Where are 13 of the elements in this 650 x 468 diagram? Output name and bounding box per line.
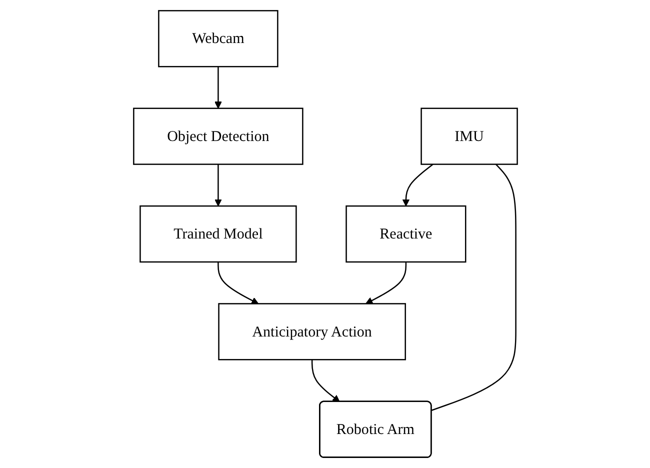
node-box: Anticipatory Action <box>218 303 406 360</box>
node-box: Object Detection <box>132 108 303 165</box>
arrow <box>217 262 258 304</box>
node-box: Webcam <box>158 10 278 68</box>
arrow <box>214 164 222 206</box>
node-box: IMU <box>420 108 518 165</box>
node-box: Trained Model <box>139 205 296 263</box>
arrow <box>310 360 340 402</box>
arrow <box>402 164 433 206</box>
arrow <box>214 66 222 109</box>
node-box: Reactive <box>345 205 466 263</box>
arrow <box>365 262 406 304</box>
connector <box>430 164 516 411</box>
